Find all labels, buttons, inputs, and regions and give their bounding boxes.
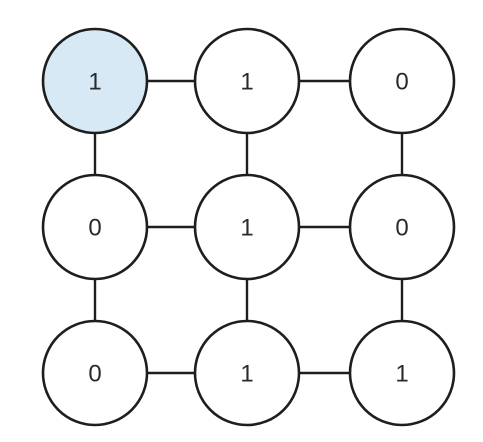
node-circle — [348, 173, 456, 281]
node-value-label: 1 — [240, 215, 253, 242]
node-circle — [193, 173, 301, 281]
node-r1-c1: 1 — [41, 27, 149, 135]
node-value-label: 0 — [395, 215, 408, 242]
node-circle — [193, 319, 301, 427]
node-value-label: 1 — [240, 69, 253, 96]
node-value-label: 1 — [88, 69, 101, 96]
node-circle — [41, 173, 149, 281]
node-value-label: 0 — [395, 69, 408, 96]
node-r3-c2: 1 — [193, 319, 301, 427]
node-value-label: 1 — [240, 361, 253, 388]
node-r2-c2: 1 — [193, 173, 301, 281]
node-r2-c1: 0 — [41, 173, 149, 281]
node-r1-c3: 0 — [348, 27, 456, 135]
node-r2-c3: 0 — [348, 173, 456, 281]
nodes-layer: 1 1 0 0 1 0 0 1 1 — [41, 27, 456, 427]
node-value-label: 0 — [88, 215, 101, 242]
node-r3-c1: 0 — [41, 319, 149, 427]
node-circle — [348, 319, 456, 427]
node-circle — [348, 27, 456, 135]
highlighted-node-circle — [41, 27, 149, 135]
node-r3-c3: 1 — [348, 319, 456, 427]
node-value-label: 0 — [88, 361, 101, 388]
node-circle — [193, 27, 301, 135]
node-value-label: 1 — [395, 361, 408, 388]
node-circle — [41, 319, 149, 427]
node-r1-c2: 1 — [193, 27, 301, 135]
edges-layer — [93, 79, 404, 375]
